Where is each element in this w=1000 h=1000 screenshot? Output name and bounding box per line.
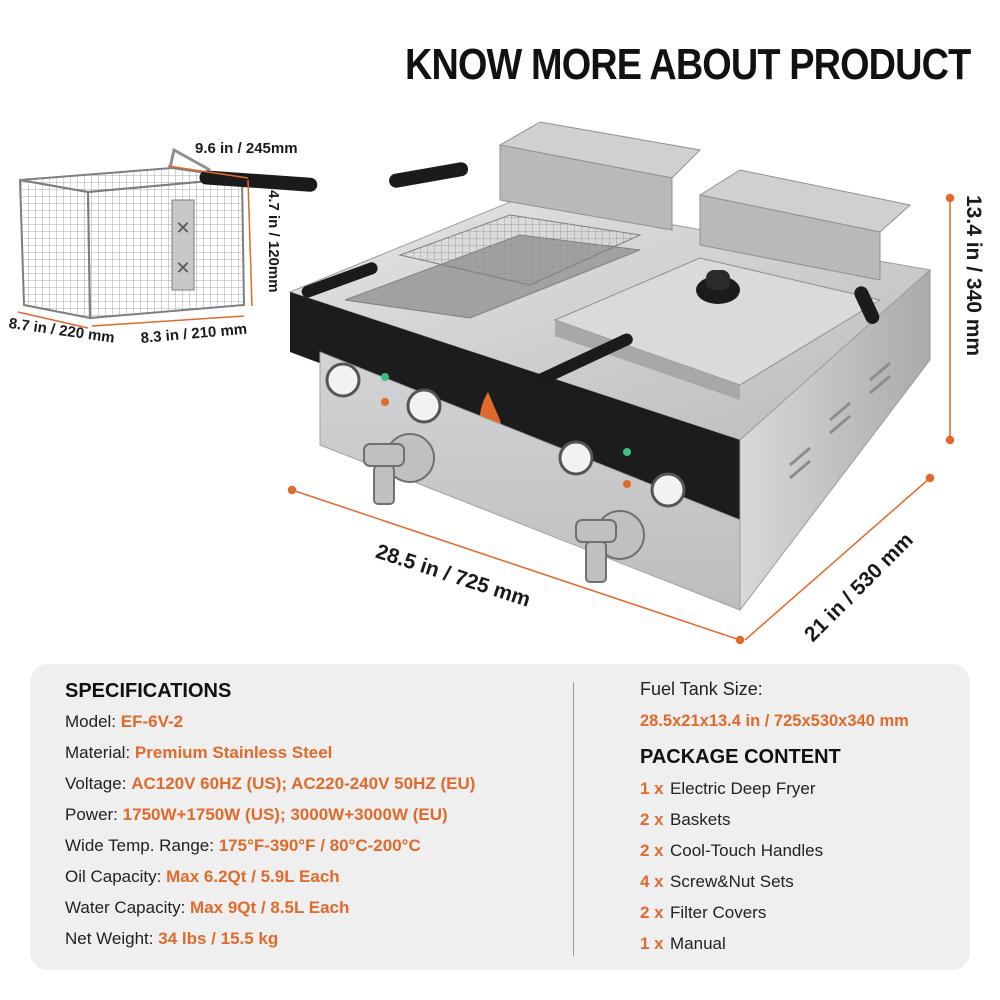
page-title: KNOW MORE ABOUT PRODUCT <box>404 40 971 89</box>
fuel-tank-value: 28.5x21x13.4 in / 725x530x340 mm <box>640 712 909 730</box>
spec-row-oil-capacity: Oil Capacity: Max 6.2Qt / 5.9L Each <box>65 867 340 886</box>
spec-row-net-weight: Net Weight: 34 lbs / 15.5 kg <box>65 929 279 948</box>
fuel-tank-label: Fuel Tank Size: <box>640 679 763 699</box>
basket-height-label: 4.7 in / 120mm <box>265 190 282 293</box>
package-heading: PACKAGE CONTENT <box>640 746 841 768</box>
svg-text:✕: ✕ <box>175 218 190 238</box>
spec-row-voltage: Voltage: AC120V 60HZ (US); AC220-240V 50… <box>65 774 476 793</box>
spec-row-temp-range: Wide Temp. Range: 175°F-390°F / 80°C-200… <box>65 836 421 855</box>
svg-text:✕: ✕ <box>175 258 190 278</box>
spec-card: SPECIFICATIONS Model: EF-6V-2 Material: … <box>30 664 970 970</box>
product-figure: ✕ ✕ <box>8 121 985 646</box>
fry-basket-detail: ✕ ✕ <box>18 147 318 320</box>
spec-row-power: Power: 1750W+1750W (US); 3000W+3000W (EU… <box>65 805 448 824</box>
product-illustration: ✕ ✕ <box>17 121 955 645</box>
basket-width-label: 9.6 in / 245mm <box>195 140 298 157</box>
deep-fryer-illustration <box>288 121 932 612</box>
dimension-lines <box>17 165 955 645</box>
spec-row-model: Model: EF-6V-2 <box>65 712 184 731</box>
column-divider <box>573 682 574 956</box>
spec-row-material: Material: Premium Stainless Steel <box>65 743 333 762</box>
fryer-height-label: 13.4 in / 340 mm <box>962 195 985 357</box>
spec-row-water-capacity: Water Capacity: Max 9Qt / 8.5L Each <box>65 898 350 917</box>
specifications-heading: SPECIFICATIONS <box>65 680 232 702</box>
